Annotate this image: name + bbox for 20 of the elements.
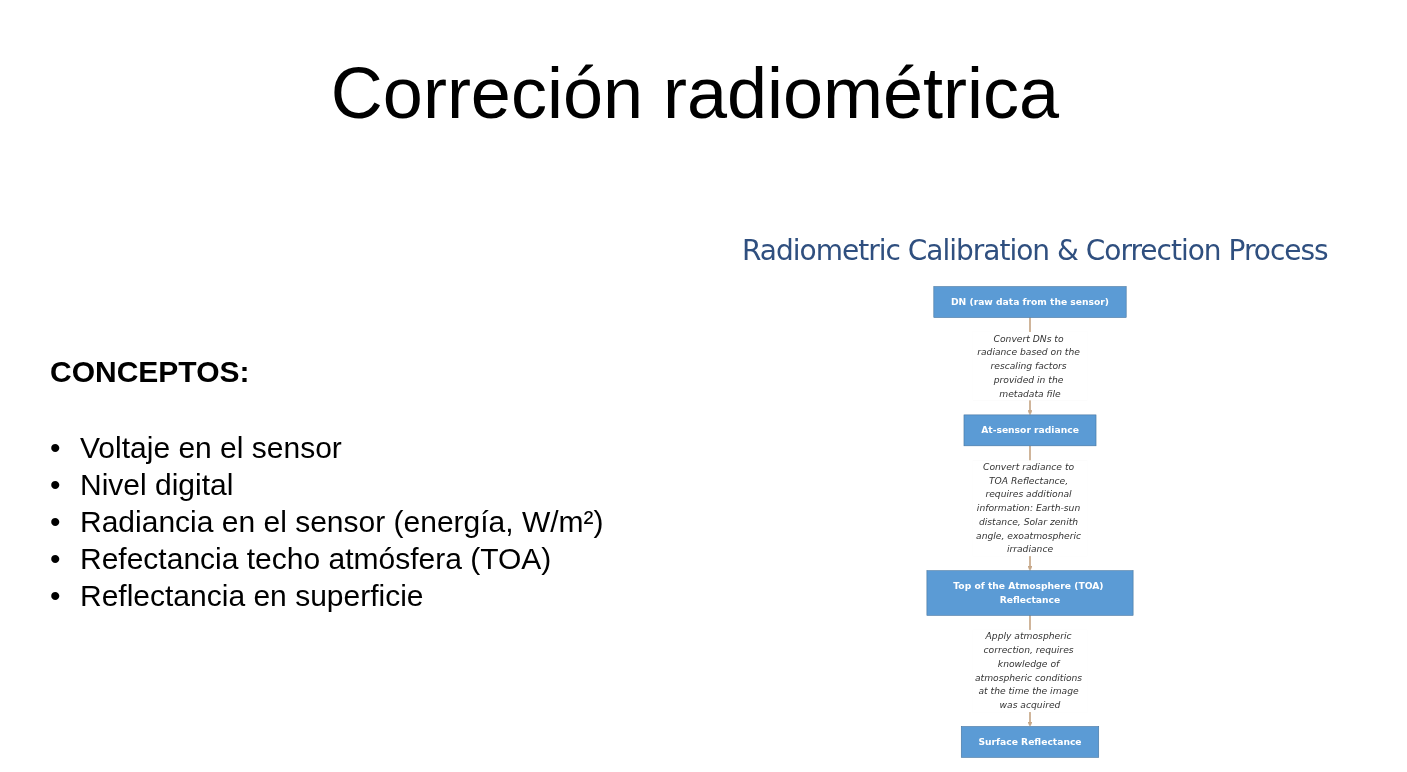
bullet-item: Radiancia en el sensor (energía, W/m²)	[80, 504, 604, 540]
slide-title: Correción radiométrica	[329, 52, 1061, 134]
bullet-item: Voltaje en el sensor	[80, 430, 342, 466]
edge-label: Convert radiance to TOA Reflectance, requires additional information: Earth-sun distance, Solar zenith angle, exoatmospheric irradiance	[976, 461, 1082, 555]
node-box: Top of the Atmosphere (TOA) Reflectance	[926, 570, 1134, 616]
bullet-marker: •	[50, 467, 62, 503]
node-box: DN (raw data from the sensor)	[933, 286, 1127, 318]
bullet-item: Nivel digital	[80, 467, 234, 503]
bullet-marker: •	[50, 504, 62, 540]
bullet-marker: •	[50, 430, 62, 466]
bullet-marker: •	[50, 541, 62, 577]
edge-label: Apply atmospheric correction, requires knowledge of atmospheric conditions at the time the image was acquired	[974, 630, 1083, 711]
label-text: Radiometric Calibration & Correction Process	[742, 234, 1328, 267]
bullet-item: Reflectancia en superficie	[80, 578, 424, 614]
node-box: Surface Reflectance	[960, 726, 1100, 758]
edge-label: Convert DNs to radiance based on the rescaling factors provided in the metadata file	[977, 332, 1080, 399]
section-heading: CONCEPTOS:	[50, 355, 250, 389]
node-box: At-sensor radiance	[963, 414, 1097, 447]
bullet-marker: •	[50, 578, 62, 614]
bullet-item: Refectancia techo atmósfera (TOA)	[80, 541, 552, 577]
